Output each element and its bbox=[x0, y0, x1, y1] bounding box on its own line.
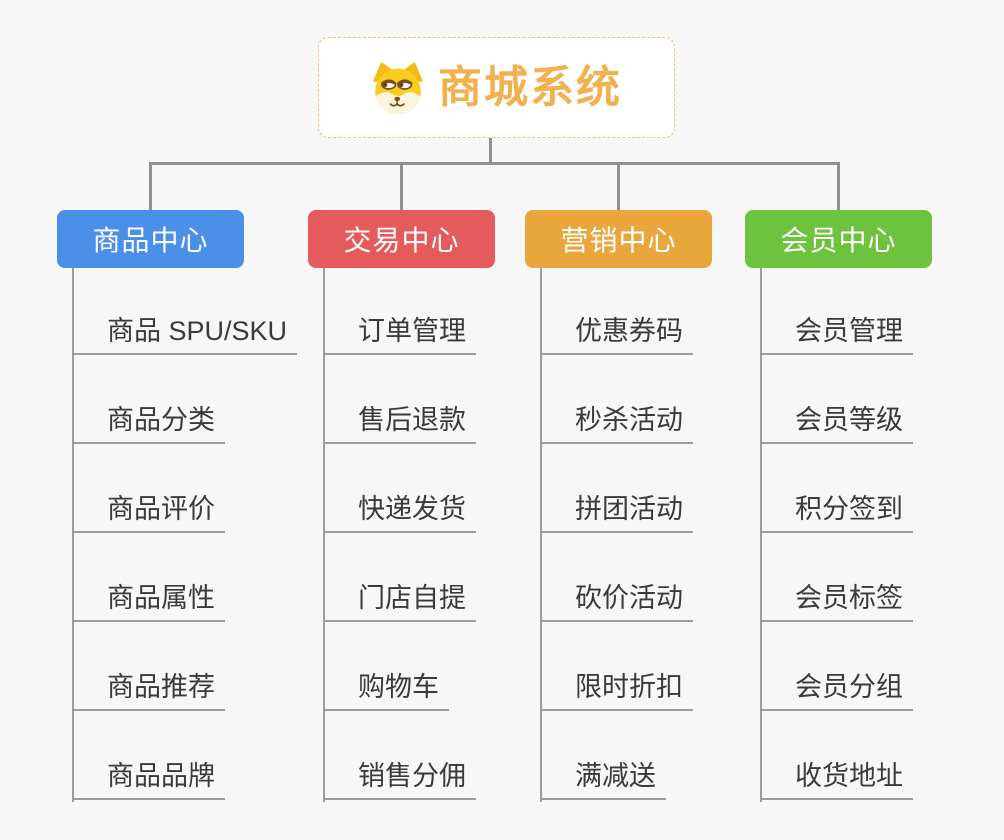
leaf-topic[interactable]: 商品品牌 bbox=[73, 754, 225, 800]
leaf-topic[interactable]: 会员管理 bbox=[761, 309, 913, 355]
leaf-topic[interactable]: 会员分组 bbox=[761, 665, 913, 711]
branch-topic-label: 营销中心 bbox=[560, 225, 677, 256]
leaf-topic[interactable]: 限时折扣 bbox=[541, 665, 693, 711]
leaf-topic[interactable]: 商品 SPU/SKU bbox=[73, 309, 298, 355]
root-topic-title: 商城系统 bbox=[438, 62, 622, 112]
leaf-topic[interactable]: 快递发货 bbox=[324, 487, 476, 533]
leaf-topic[interactable]: 收货地址 bbox=[761, 754, 913, 800]
leaf-topic[interactable]: 商品分类 bbox=[73, 398, 225, 444]
leaf-topic[interactable]: 砍价活动 bbox=[541, 576, 693, 622]
connector-bus bbox=[149, 162, 840, 165]
dog-face-icon bbox=[373, 62, 423, 114]
leaf-topic[interactable]: 积分签到 bbox=[761, 487, 913, 533]
connector-branch-drop bbox=[400, 162, 403, 211]
branch-topic-label: 商品中心 bbox=[92, 225, 209, 256]
leaf-topic[interactable]: 商品属性 bbox=[73, 576, 225, 622]
leaf-topic[interactable]: 拼团活动 bbox=[541, 487, 693, 533]
leaf-topic[interactable]: 购物车 bbox=[324, 665, 449, 711]
leaf-topic[interactable]: 门店自提 bbox=[324, 576, 476, 622]
branch-spine bbox=[540, 268, 542, 802]
root-topic[interactable]: 商城系统 bbox=[318, 37, 675, 138]
leaf-topic[interactable]: 订单管理 bbox=[324, 309, 476, 355]
leaf-topic[interactable]: 满减送 bbox=[541, 754, 666, 800]
connector-root-stem bbox=[489, 138, 492, 165]
branch-topic[interactable]: 营销中心 bbox=[525, 210, 712, 268]
branch-topic[interactable]: 交易中心 bbox=[308, 210, 495, 268]
branch-topic[interactable]: 商品中心 bbox=[57, 210, 244, 268]
leaf-topic[interactable]: 会员标签 bbox=[761, 576, 913, 622]
leaf-topic[interactable]: 售后退款 bbox=[324, 398, 476, 444]
connector-branch-drop bbox=[617, 162, 620, 211]
branch-topic[interactable]: 会员中心 bbox=[745, 210, 932, 268]
leaf-topic[interactable]: 商品推荐 bbox=[73, 665, 225, 711]
leaf-topic[interactable]: 销售分佣 bbox=[324, 754, 476, 800]
leaf-topic[interactable]: 会员等级 bbox=[761, 398, 913, 444]
branch-topic-label: 会员中心 bbox=[780, 225, 897, 256]
branch-topic-label: 交易中心 bbox=[343, 225, 460, 256]
connector-branch-drop bbox=[837, 162, 840, 211]
leaf-topic[interactable]: 秒杀活动 bbox=[541, 398, 693, 444]
leaf-topic[interactable]: 商品评价 bbox=[73, 487, 225, 533]
branch-spine bbox=[323, 268, 325, 802]
branch-spine bbox=[72, 268, 74, 802]
connector-branch-drop bbox=[149, 162, 152, 211]
leaf-topic[interactable]: 优惠券码 bbox=[541, 309, 693, 355]
branch-spine bbox=[760, 268, 762, 802]
